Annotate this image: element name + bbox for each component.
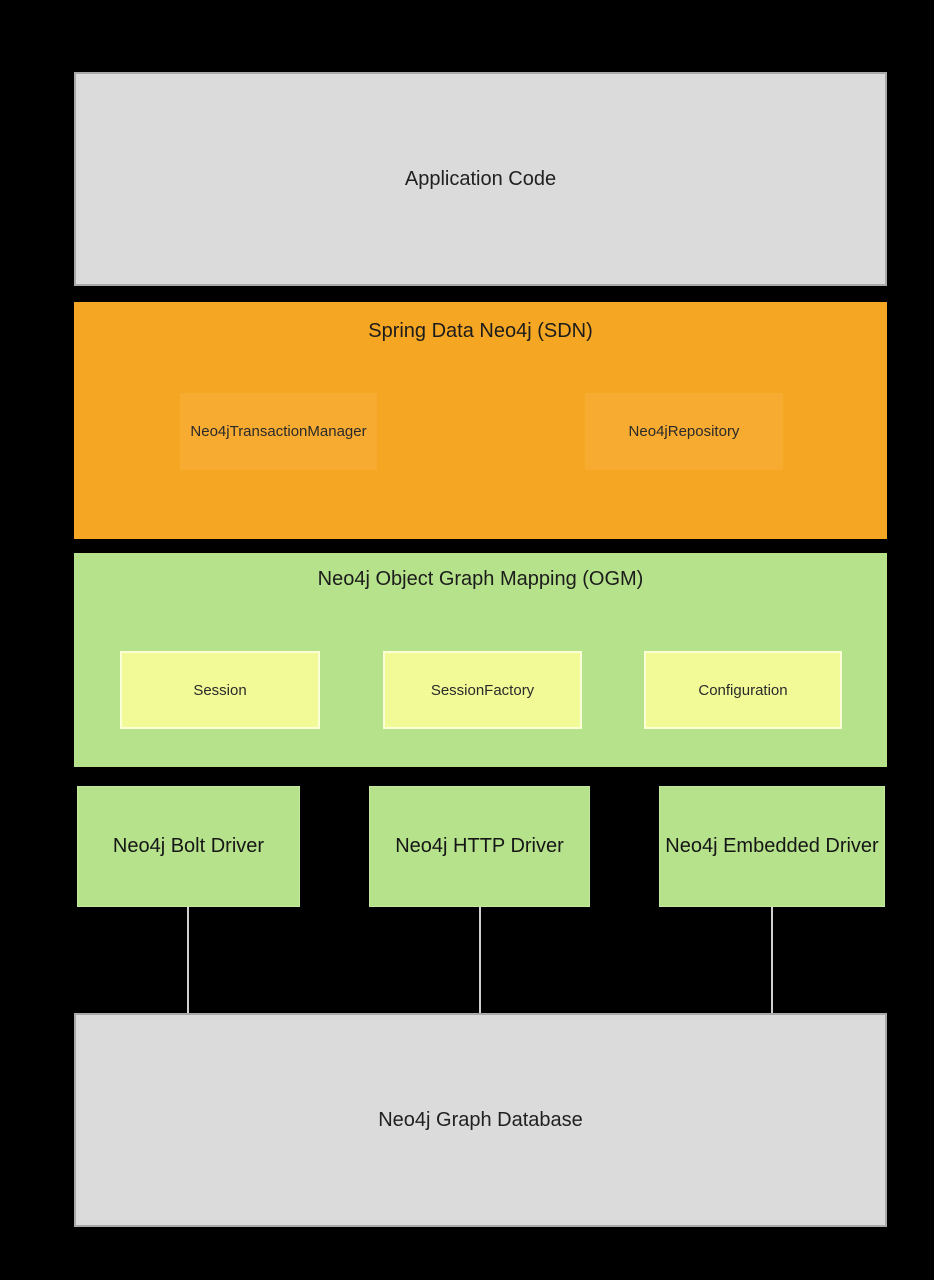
sdn-layer-title: Spring Data Neo4j (SDN)	[368, 320, 593, 342]
embedded-driver-connector-line	[771, 907, 773, 1013]
embedded-driver-box: Neo4j Embedded Driver	[659, 786, 885, 907]
session-box: Session	[120, 651, 320, 729]
repository-label: Neo4jRepository	[628, 423, 740, 440]
application-code-box: Application Code	[74, 72, 887, 286]
repository-box: Neo4jRepository	[585, 393, 783, 470]
http-driver-box: Neo4j HTTP Driver	[369, 786, 590, 907]
bolt-driver-box: Neo4j Bolt Driver	[77, 786, 300, 907]
sdn-layer-box: Spring Data Neo4j (SDN) Neo4jTransaction…	[74, 302, 887, 539]
http-driver-label: Neo4j HTTP Driver	[395, 835, 564, 857]
http-driver-connector-line	[479, 907, 481, 1013]
bolt-driver-label: Neo4j Bolt Driver	[112, 835, 265, 857]
application-code-label: Application Code	[404, 167, 557, 190]
transaction-manager-label: Neo4jTransactionManager	[190, 423, 367, 440]
session-label: Session	[193, 681, 247, 699]
session-factory-box: SessionFactory	[383, 651, 582, 729]
ogm-layer-title: Neo4j Object Graph Mapping (OGM)	[317, 568, 644, 590]
bolt-driver-connector-line	[187, 907, 189, 1013]
embedded-driver-label: Neo4j Embedded Driver	[665, 835, 879, 857]
graph-database-label: Neo4j Graph Database	[378, 1108, 583, 1131]
graph-database-box: Neo4j Graph Database	[74, 1013, 887, 1227]
transaction-manager-box: Neo4jTransactionManager	[180, 393, 377, 470]
configuration-box: Configuration	[644, 651, 842, 729]
ogm-layer-box: Neo4j Object Graph Mapping (OGM) Session…	[74, 553, 887, 767]
session-factory-label: SessionFactory	[430, 681, 535, 699]
configuration-label: Configuration	[698, 681, 788, 699]
